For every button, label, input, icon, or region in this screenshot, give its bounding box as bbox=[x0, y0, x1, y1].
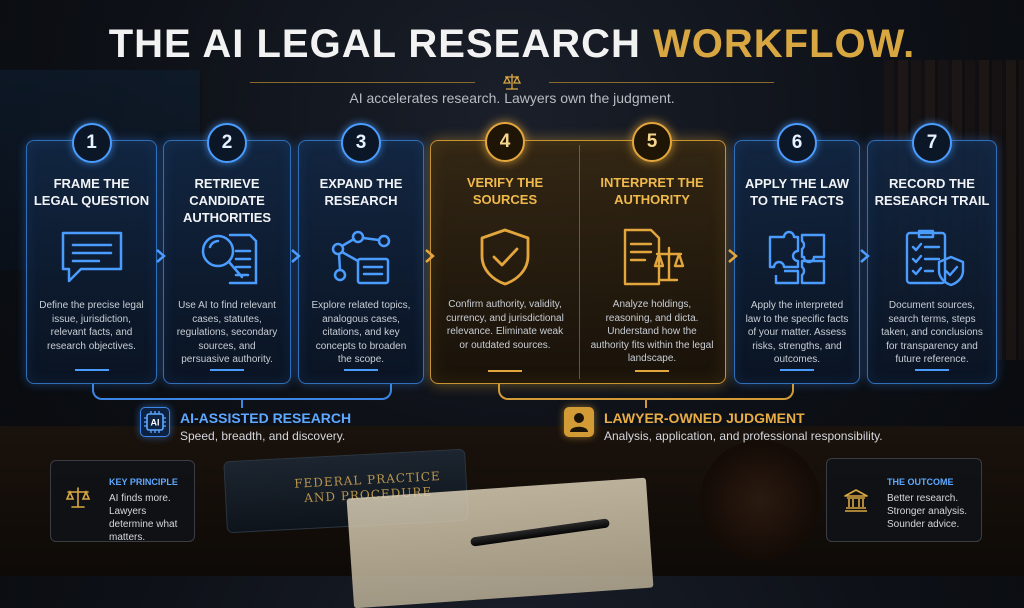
step-number: 4 bbox=[485, 122, 525, 162]
courthouse-icon bbox=[844, 489, 868, 512]
step-title: RETRIEVE CANDIDATE AUTHORITIES bbox=[182, 176, 272, 225]
step-number: 1 bbox=[71, 123, 112, 163]
step-description: Apply the interpreted law to the specifi… bbox=[745, 300, 849, 365]
category-title: AI-ASSISTED RESEARCH bbox=[180, 410, 352, 426]
step-title: FRAME THE LEGAL QUESTION bbox=[33, 176, 150, 208]
chat-bubble-icon bbox=[61, 231, 122, 283]
card-title: THE OUTCOME bbox=[887, 477, 954, 487]
step-card-5: 5 INTERPRET THE AUTHORITY Analyze holdin… bbox=[579, 122, 725, 384]
step-card-7: 7 RECORD THE RESEARCH TRAIL Document sou… bbox=[867, 123, 997, 384]
step-number: 2 bbox=[207, 123, 247, 163]
background-paper bbox=[346, 477, 654, 608]
step-title: INTERPRET THE AUTHORITY bbox=[600, 175, 704, 207]
ai-chip-icon: AI bbox=[140, 407, 170, 437]
chevron-right-icon bbox=[291, 249, 301, 263]
step-number: 5 bbox=[632, 122, 672, 162]
outcome-line: Stronger analysis. bbox=[887, 506, 968, 517]
step-card-2: 2 RETRIEVE CANDIDATE AUTHORITIES Use AI … bbox=[163, 123, 291, 384]
chevron-right-icon bbox=[425, 249, 435, 263]
outcome-line: Better research. bbox=[887, 493, 959, 504]
step-card-6: 6 APPLY THE LAW TO THE FACTS Apply the i… bbox=[734, 123, 860, 384]
page-subtitle: AI accelerates research. Lawyers own the… bbox=[349, 90, 675, 106]
step-number: 6 bbox=[777, 123, 817, 163]
ai-chip-label: AI bbox=[151, 418, 160, 428]
step-title: RECORD THE RESEARCH TRAIL bbox=[874, 176, 990, 208]
card-text: AI finds more. Lawyers determine what ma… bbox=[109, 493, 178, 543]
title-accent: WORKFLOW. bbox=[653, 22, 916, 66]
title-main: THE AI LEGAL RESEARCH bbox=[108, 22, 641, 66]
document-scales-icon bbox=[623, 228, 685, 286]
key-principle-card: KEY PRINCIPLE AI finds more. Lawyers det… bbox=[50, 460, 195, 543]
card-text: Better research. Stronger analysis. Soun… bbox=[887, 492, 979, 531]
category-title: LAWYER-OWNED JUDGMENT bbox=[604, 410, 805, 426]
category-subtitle: Analysis, application, and professional … bbox=[604, 429, 883, 443]
step-description: Document sources, search terms, steps ta… bbox=[881, 300, 983, 365]
scales-icon bbox=[502, 74, 522, 90]
puzzle-icon bbox=[768, 230, 826, 285]
step-description: Explore related topics, analogous cases,… bbox=[311, 300, 411, 365]
page-title: THE AI LEGAL RESEARCH WORKFLOW. bbox=[0, 22, 1024, 67]
step-number: 3 bbox=[341, 123, 381, 163]
checklist-shield-icon bbox=[905, 229, 965, 287]
step-card-1: 1 FRAME THE LEGAL QUESTION Define the pr… bbox=[26, 123, 157, 384]
scales-icon bbox=[65, 487, 91, 508]
step-title: EXPAND THE RESEARCH bbox=[319, 176, 403, 208]
step-title: APPLY THE LAW TO THE FACTS bbox=[744, 176, 850, 208]
gavel-icon bbox=[700, 440, 820, 560]
network-icon bbox=[331, 230, 391, 285]
step-card-3: 3 EXPAND THE RESEARCH Explore related to… bbox=[298, 123, 424, 384]
step-card-4: 4 VERIFY THE SOURCES Confirm authority, … bbox=[432, 122, 578, 384]
title-divider bbox=[250, 74, 774, 90]
step-description: Define the precise legal issue, jurisdic… bbox=[39, 300, 144, 352]
step-title: VERIFY THE SOURCES bbox=[466, 175, 544, 207]
step-description: Analyze holdings, reasoning, and dicta. … bbox=[590, 299, 714, 364]
outcome-card: THE OUTCOME Better research. Stronger an… bbox=[826, 458, 982, 542]
person-icon bbox=[564, 407, 594, 437]
ai-steps-bracket bbox=[92, 384, 392, 400]
step-description: Use AI to find relevant cases, statutes,… bbox=[176, 300, 278, 365]
chevron-right-icon bbox=[860, 249, 870, 263]
magnifier-document-icon bbox=[201, 233, 258, 285]
step-number: 7 bbox=[912, 123, 952, 163]
chevron-right-icon bbox=[728, 249, 738, 263]
lawyer-steps-bracket bbox=[498, 384, 794, 400]
shield-check-icon bbox=[480, 228, 530, 286]
chevron-right-icon bbox=[156, 249, 166, 263]
card-title: KEY PRINCIPLE bbox=[109, 477, 178, 487]
step-description: Confirm authority, validity, currency, a… bbox=[446, 299, 564, 351]
outcome-line: Sounder advice. bbox=[887, 519, 960, 530]
category-subtitle: Speed, breadth, and discovery. bbox=[180, 429, 346, 443]
